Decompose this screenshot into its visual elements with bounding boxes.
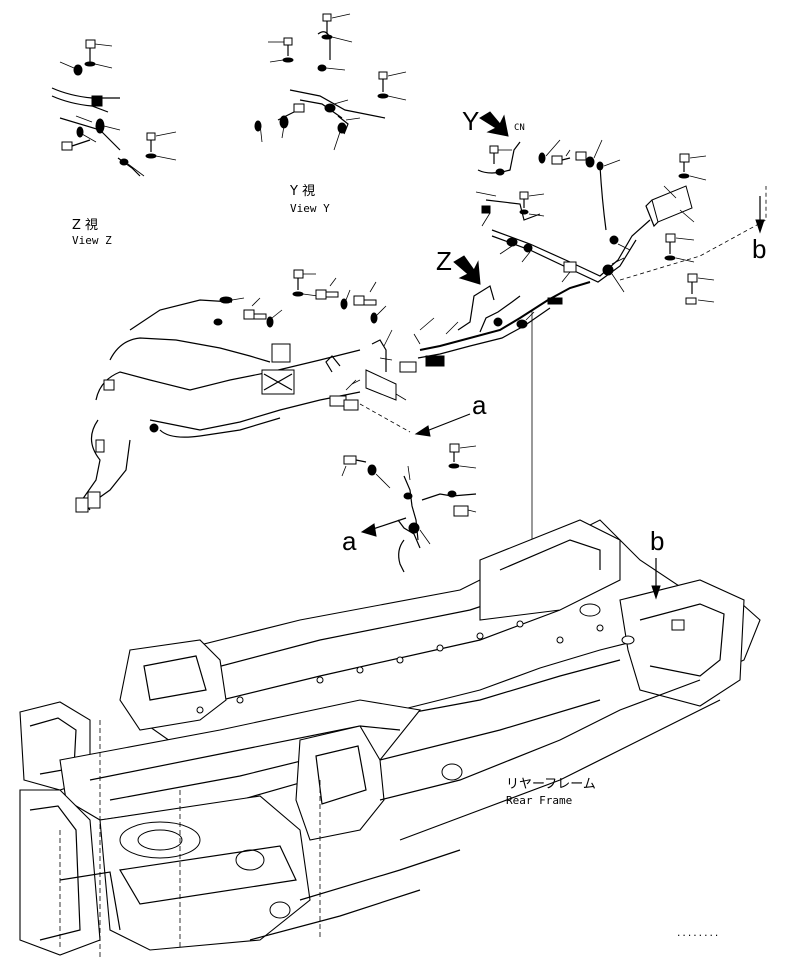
z-arrow-label: Z bbox=[436, 246, 452, 276]
bolt-part bbox=[377, 71, 407, 101]
bolt-part bbox=[519, 191, 545, 217]
b-label-top: b bbox=[752, 234, 766, 264]
lower-connector-group bbox=[341, 443, 477, 573]
b-arrow-top: b bbox=[752, 196, 766, 264]
bolt-part bbox=[664, 233, 695, 263]
bolt-part bbox=[353, 281, 387, 324]
y-arrow-label: Y bbox=[462, 106, 479, 136]
bolt-part bbox=[489, 145, 512, 164]
view-z-jp-label: Z 視 bbox=[72, 218, 98, 233]
a-label-upper: a bbox=[472, 390, 487, 420]
a-arrow-lower: a bbox=[342, 517, 407, 556]
rear-frame-jp-label: リヤーフレーム bbox=[506, 777, 596, 792]
footer-code: ........ bbox=[676, 929, 719, 939]
bolt-part bbox=[685, 273, 715, 305]
right-harness-assembly bbox=[475, 139, 767, 305]
bolt-part bbox=[268, 37, 294, 63]
b-label-frame: b bbox=[650, 526, 664, 556]
bolt-part bbox=[254, 103, 305, 143]
bolt-part bbox=[678, 153, 707, 181]
bolt-part bbox=[315, 277, 351, 310]
view-y-jp-label: Y 視 bbox=[289, 184, 315, 199]
harness-clamp-z bbox=[51, 87, 121, 151]
connector-label: CN bbox=[514, 123, 525, 133]
bolt-part bbox=[61, 126, 145, 177]
view-y-detail: Y 視 View Y bbox=[254, 13, 407, 215]
rear-frame bbox=[19, 519, 761, 960]
view-z-detail: Z 視 View Z bbox=[51, 39, 177, 247]
rear-frame-en-label: Rear Frame bbox=[506, 794, 572, 807]
bolt-part bbox=[321, 13, 353, 43]
z-view-arrow: Z bbox=[436, 246, 481, 285]
bolt-part bbox=[59, 39, 113, 76]
central-harness-assembly bbox=[75, 269, 591, 513]
clamp-part bbox=[333, 115, 361, 151]
bolt-part bbox=[551, 149, 571, 165]
view-y-en-label: View Y bbox=[290, 202, 330, 215]
view-z-en-label: View Z bbox=[72, 234, 112, 247]
b-arrow-frame: b bbox=[650, 526, 664, 600]
bolt-part bbox=[448, 443, 477, 469]
bolt-part bbox=[145, 131, 177, 161]
bolt-part bbox=[341, 455, 391, 489]
harness-y-top bbox=[289, 31, 386, 119]
bolt-part bbox=[292, 269, 319, 297]
bolt-part bbox=[243, 297, 283, 328]
y-view-arrow: Y bbox=[462, 106, 509, 137]
a-label-lower: a bbox=[342, 526, 357, 556]
a-arrow-upper: a bbox=[414, 390, 487, 437]
